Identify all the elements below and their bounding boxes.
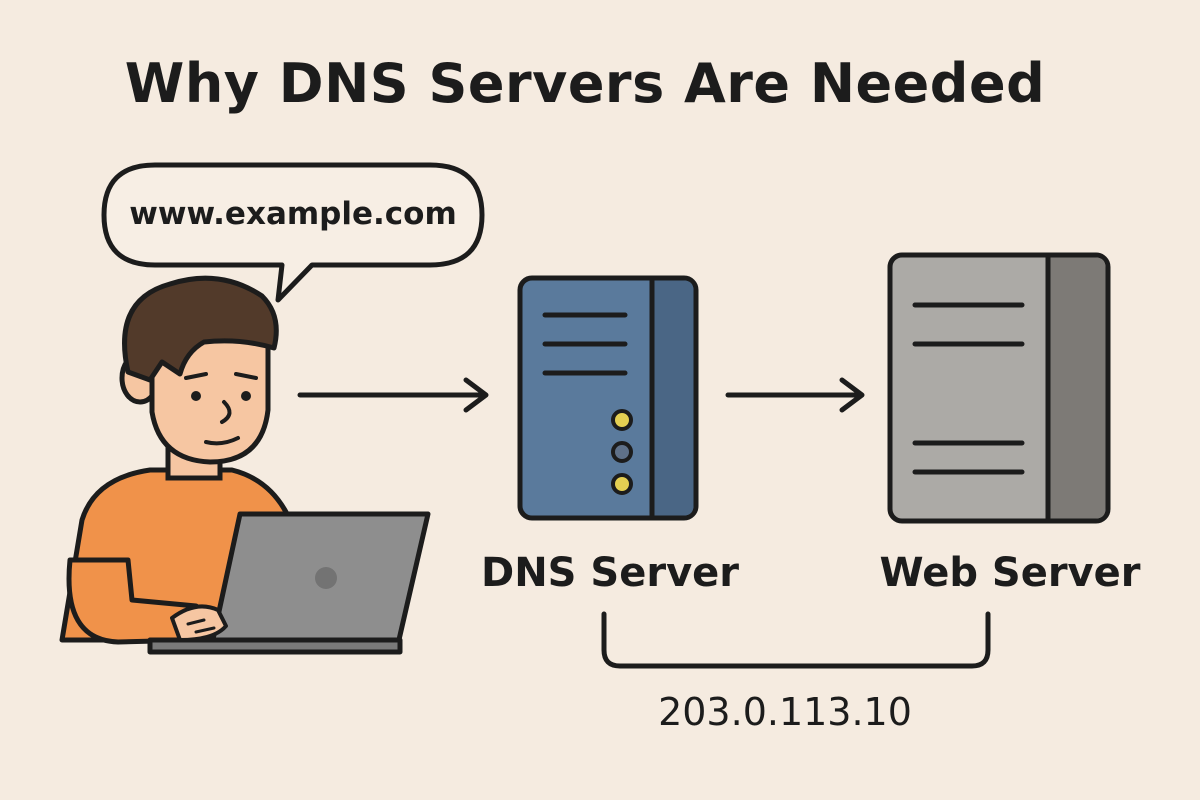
laptop-base (147, 637, 403, 655)
indicator-light-icon (611, 441, 633, 463)
eyebrow (184, 372, 208, 380)
dns-server-label: DNS Server (480, 550, 739, 596)
indicator-light-icon (611, 473, 633, 495)
eye (191, 391, 201, 401)
arrow-to-dns-icon (297, 377, 489, 413)
laptop (147, 511, 431, 655)
fingers (186, 618, 216, 634)
mouth (204, 436, 240, 446)
domain-name-text: www.example.com (129, 196, 457, 232)
ip-address-label: 203.0.113.10 (658, 690, 912, 734)
arrow-to-web-server-icon (725, 377, 865, 413)
speech-bubble (101, 162, 485, 303)
web-server-label: Web Server (879, 550, 1141, 596)
laptop-logo-icon (315, 567, 337, 589)
dns-server-icon (517, 275, 699, 521)
indicator-light-icon (611, 409, 633, 431)
nose (220, 400, 232, 424)
bracket-connector (601, 611, 991, 669)
web-server-icon (887, 252, 1111, 524)
eyebrow (234, 372, 258, 380)
page-title: Why DNS Servers Are Needed (124, 52, 1046, 115)
eye (241, 391, 251, 401)
hair (122, 275, 279, 383)
hand (170, 604, 228, 642)
